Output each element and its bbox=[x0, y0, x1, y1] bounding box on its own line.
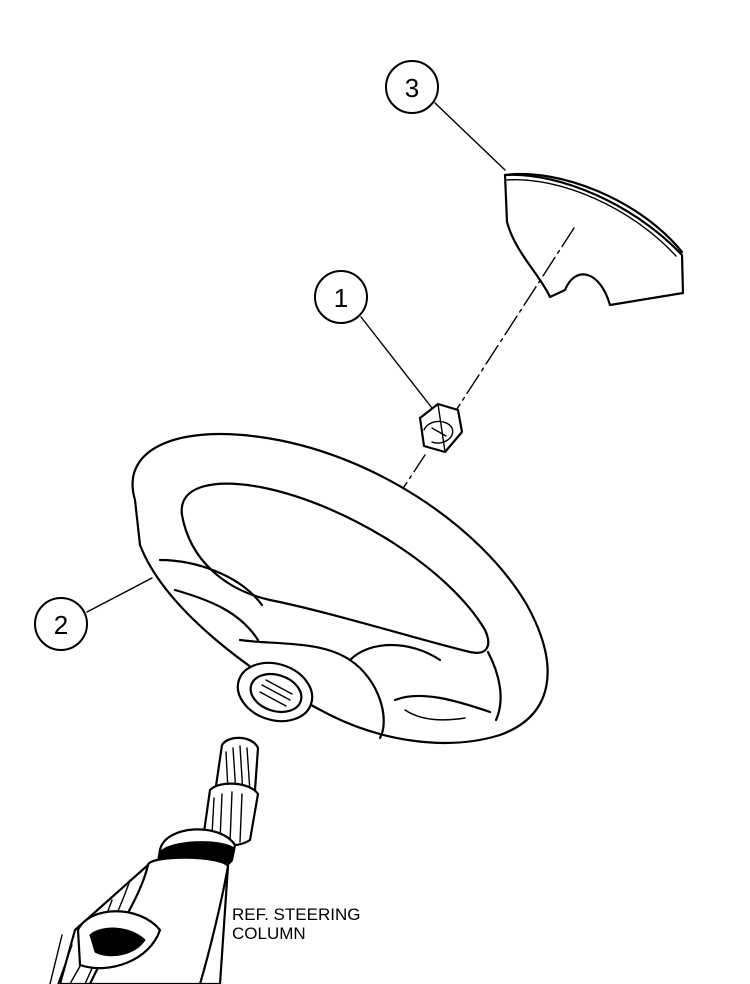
leader-lines bbox=[86, 102, 506, 613]
reference-steering-column-label: REF. STEERING COLUMN bbox=[232, 905, 360, 943]
steering-wheel-nut bbox=[418, 402, 464, 454]
callout-3: 3 bbox=[385, 60, 439, 114]
steering-wheel bbox=[131, 433, 549, 744]
reference-label-line-1: REF. STEERING bbox=[232, 905, 361, 924]
callout-1-label: 1 bbox=[334, 283, 348, 313]
callout-2-label: 2 bbox=[54, 610, 68, 640]
steering-column bbox=[49, 736, 260, 984]
callout-2: 2 bbox=[34, 597, 88, 651]
reference-label-line-2: COLUMN bbox=[232, 924, 306, 943]
callout-3-label: 3 bbox=[405, 73, 419, 103]
callout-1: 1 bbox=[314, 270, 368, 324]
airbag-module-cover bbox=[503, 173, 685, 307]
